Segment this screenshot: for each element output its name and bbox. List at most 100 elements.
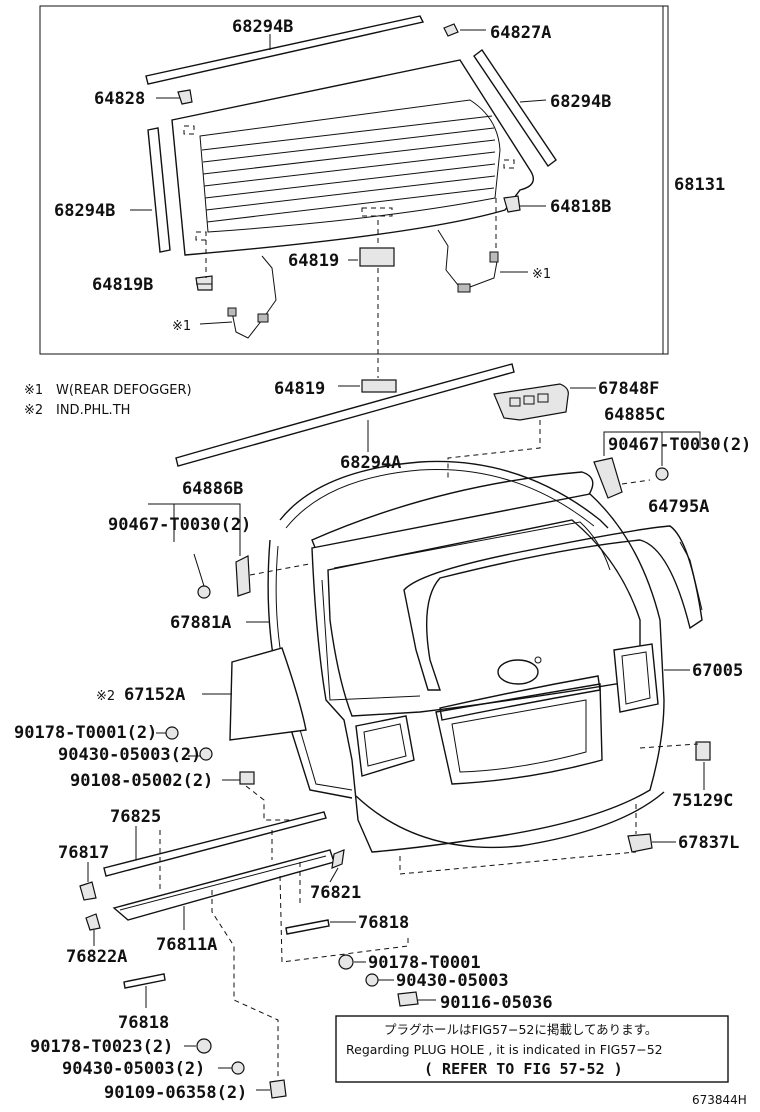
service-hole-right-inner bbox=[621, 651, 651, 705]
wire-connector bbox=[227, 307, 237, 317]
label-75129C: 75129C bbox=[672, 791, 733, 811]
note-line-3: ( REFER TO FIG 57-52 ) bbox=[424, 1060, 623, 1078]
label-90178-T0023-2: 90178-T0023(2) bbox=[30, 1037, 173, 1057]
emblem-mount bbox=[497, 659, 539, 685]
wire-connector bbox=[489, 251, 499, 263]
defogger-area bbox=[199, 99, 501, 233]
label-64795A: 64795A bbox=[648, 497, 709, 517]
license-plate-recess bbox=[435, 683, 603, 785]
bolt-90116-05036 bbox=[397, 991, 419, 1007]
legend-text-2: IND.PHL.TH bbox=[56, 403, 130, 418]
stop-lamp-mark bbox=[361, 207, 393, 217]
label-67881A: 67881A bbox=[170, 613, 231, 633]
moulding-68294A bbox=[175, 363, 515, 467]
nut-90430-05003 bbox=[365, 973, 379, 987]
label-64827A: 64827A bbox=[490, 23, 551, 43]
leaders-top-box bbox=[130, 5, 669, 355]
window-frame-inner bbox=[333, 521, 611, 571]
window-frame-inner bbox=[321, 579, 421, 701]
label-64886B: 64886B bbox=[182, 479, 243, 499]
legend-mark-2: ※2 bbox=[24, 403, 43, 418]
screw-90109-06358-2 bbox=[269, 1079, 287, 1099]
label-68294B-top: 68294B bbox=[232, 17, 293, 37]
dashed-link bbox=[447, 420, 541, 478]
dashed-link bbox=[245, 785, 310, 821]
wire-connector bbox=[457, 283, 471, 293]
dashed-link bbox=[639, 743, 699, 749]
label-64819-upper: 64819 bbox=[288, 251, 339, 271]
bracket-64819-upper bbox=[359, 247, 395, 267]
bracket-67848F-slots bbox=[509, 393, 549, 407]
label-90109-06358-2: 90109-06358(2) bbox=[104, 1083, 247, 1103]
plug-75129C bbox=[695, 741, 711, 761]
label-76821: 76821 bbox=[310, 883, 361, 903]
label-mark1-left: ※1 bbox=[172, 319, 191, 334]
garnish-76811A-detail bbox=[119, 855, 327, 911]
label-90178-T0001: 90178-T0001 bbox=[368, 953, 481, 973]
leader bbox=[329, 867, 339, 883]
defogger-lines bbox=[201, 115, 496, 223]
label-64819-lower: 64819 bbox=[274, 379, 325, 399]
defogger-wire-left bbox=[231, 255, 277, 339]
note-line-1: プラグホールはFIG57−52に掲載してあります。 bbox=[384, 1022, 657, 1037]
garnish-opening bbox=[439, 675, 601, 721]
dashed-link bbox=[279, 875, 409, 963]
label-68294B-left: 68294B bbox=[54, 201, 115, 221]
label-90467-left: 90467-T0030(2) bbox=[108, 515, 251, 535]
dashed-link bbox=[621, 479, 651, 485]
diagram-ref-code: 673844H bbox=[692, 1093, 747, 1107]
clip-90178-T0023-2 bbox=[196, 1038, 212, 1054]
defogger-wire-right bbox=[437, 229, 499, 291]
leader bbox=[679, 541, 703, 611]
screw-90467-right bbox=[655, 467, 669, 481]
leader bbox=[603, 431, 701, 456]
lock-67837L bbox=[627, 833, 653, 853]
service-hole-left-inner bbox=[363, 723, 407, 767]
label-67837L: 67837L bbox=[678, 833, 739, 853]
license-plate-recess-inner bbox=[451, 699, 587, 773]
label-90430-05003: 90430-05003 bbox=[396, 971, 509, 991]
label-90108-05002-2: 90108-05002(2) bbox=[70, 771, 213, 791]
bracket-64885C bbox=[593, 457, 623, 499]
label-67005: 67005 bbox=[692, 661, 743, 681]
tape-76818-upper bbox=[285, 919, 330, 935]
label-64818B: 64818B bbox=[550, 197, 611, 217]
back-window-glass bbox=[171, 59, 534, 256]
pad-76821 bbox=[331, 849, 345, 869]
clip-64818B bbox=[503, 195, 521, 213]
label-64885C: 64885C bbox=[604, 405, 665, 425]
emblem-hole bbox=[534, 656, 542, 664]
clip-76822A bbox=[85, 913, 101, 931]
wire-connector bbox=[257, 313, 269, 323]
clip-mark bbox=[503, 159, 515, 169]
label-90430-05003-2a: 90430-05003(2) bbox=[58, 745, 201, 765]
label-64819B: 64819B bbox=[92, 275, 153, 295]
label-68294B-right: 68294B bbox=[550, 92, 611, 112]
label-90430-05003-2b: 90430-05003(2) bbox=[62, 1059, 205, 1079]
clip-64828 bbox=[177, 89, 193, 105]
dashed-links-top bbox=[205, 198, 497, 378]
label-67848F: 67848F bbox=[598, 379, 659, 399]
label-76818-upper: 76818 bbox=[358, 913, 409, 933]
label-mark2: ※2 bbox=[96, 689, 115, 704]
label-68131: 68131 bbox=[674, 175, 725, 195]
dashed-link bbox=[211, 890, 279, 1080]
nut-90430-05003-2b bbox=[231, 1061, 245, 1075]
moulding-68294B-right bbox=[473, 48, 557, 168]
label-90178-T0001-2: 90178-T0001(2) bbox=[14, 723, 157, 743]
glass-group-box bbox=[39, 5, 664, 355]
label-64828: 64828 bbox=[94, 89, 145, 109]
label-76811A: 76811A bbox=[156, 935, 217, 955]
note-line-2: Regarding PLUG HOLE , it is indicated in… bbox=[346, 1042, 663, 1057]
label-76825: 76825 bbox=[110, 807, 161, 827]
bracket-64886B bbox=[235, 555, 251, 597]
clip-64827A bbox=[443, 23, 459, 37]
nut-90430-05003-2a bbox=[199, 747, 213, 761]
clip-90178-T0001 bbox=[338, 954, 354, 970]
label-90467-right: 90467-T0030(2) bbox=[608, 435, 751, 455]
bolt-90108-05002-2 bbox=[239, 771, 255, 785]
clip-64819B bbox=[195, 275, 213, 291]
tape-76818-lower bbox=[123, 973, 166, 989]
legend-text-1: W(REAR DEFOGGER) bbox=[56, 383, 192, 398]
